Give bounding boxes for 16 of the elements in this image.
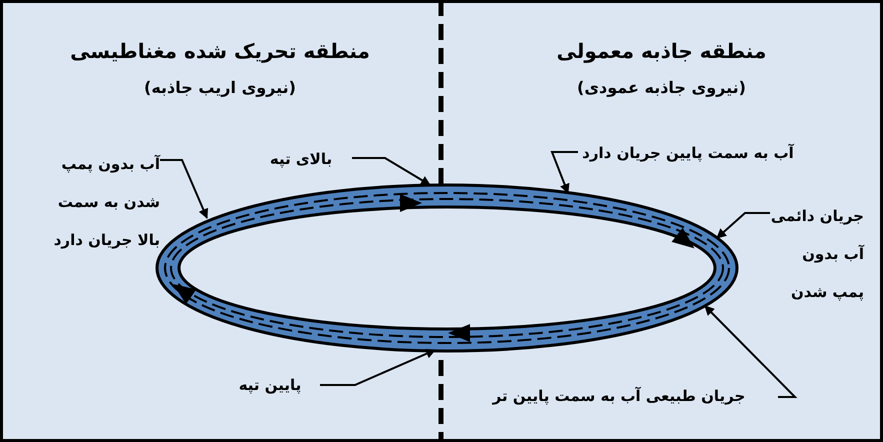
zone-heading: منطقه تحریک شده مغناطیسی bbox=[70, 38, 370, 65]
leader-line bbox=[550, 151, 578, 194]
leader-line bbox=[352, 157, 431, 186]
leader-line bbox=[320, 349, 436, 386]
callout-text: جریان طبیعی آب به سمت پایین تر bbox=[492, 386, 746, 407]
zone-subheading: (نیروی اریب جاذبه) bbox=[144, 77, 296, 99]
leader-line bbox=[160, 159, 208, 219]
callout-text: بالای تپه bbox=[270, 149, 332, 170]
leader-line bbox=[704, 305, 798, 398]
zone-heading: منطقه جاذبه معمولی bbox=[556, 38, 766, 65]
callout-text: جریان دائمی آب بدون پمپ شدن bbox=[770, 206, 864, 303]
callout-text: آب به سمت پایین جریان دارد bbox=[582, 142, 794, 164]
callout-text: آب بدون پمپ شدن به سمت بالا جریان دارد bbox=[52, 154, 160, 251]
callout-text: پایین تپه bbox=[238, 375, 302, 396]
zone-subheading: (نیروی جاذبه عمودی) bbox=[577, 77, 746, 99]
leader-line bbox=[716, 212, 770, 239]
